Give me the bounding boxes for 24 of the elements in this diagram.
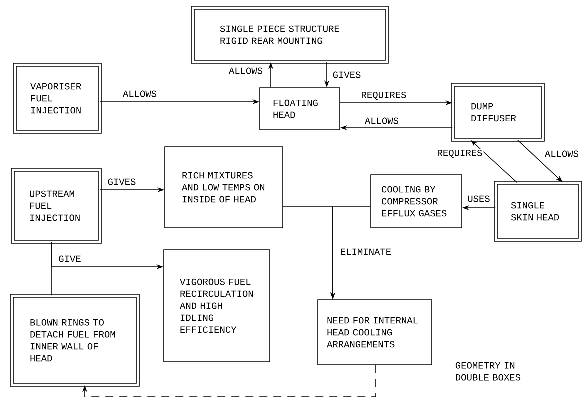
edge-label: ALLOWS [122,90,158,98]
box: VIGOROUS FUEL RECIRCULATION AND HIGH IDLING EFFICIENCY [164,250,270,362]
double-box: SINGLE SKIN HEAD [494,181,582,242]
edge-label: USES [466,194,492,204]
edge-label: ALLOWS [544,150,580,158]
edge-label: ALLOWS [228,66,264,76]
edge-label: REQUIRES [360,90,408,102]
double-box: DUMP DIFFUSER [451,83,545,142]
edge-label: GIVES [332,70,362,80]
double-box: VAPORISER FUEL INJECTION [13,63,102,134]
box: COOLING BY COMPRESSOR EFFLUX GASES [370,174,462,228]
box: NEED FOR INTERNAL HEAD COOLING ARRANGEMENTS [318,300,432,366]
double-box: SINGLE PIECE STRUCTURE RIGID REAR MOUNTING [191,6,389,64]
edge-label: REQUIRES [436,148,484,160]
edge-label: ALLOWS [364,116,400,126]
box: FLOATING HEAD [260,88,340,130]
edge-label: ELIMINATE [339,248,393,256]
note: GEOMETRY IN DOUBLE BOXES [456,362,521,381]
edge-label: GIVE [58,254,82,264]
double-box: UPSTREAM FUEL INJECTION [11,168,102,244]
edge-label: GIVES [106,178,138,186]
arrow [82,365,376,398]
box: RICH MIXTURES AND LOW TEMPS ON INSIDE OF HEAD [164,146,284,228]
double-box: BLOWN RINGS TO DETACH FUEL FROM INNER WALL OF HEAD [10,294,140,387]
